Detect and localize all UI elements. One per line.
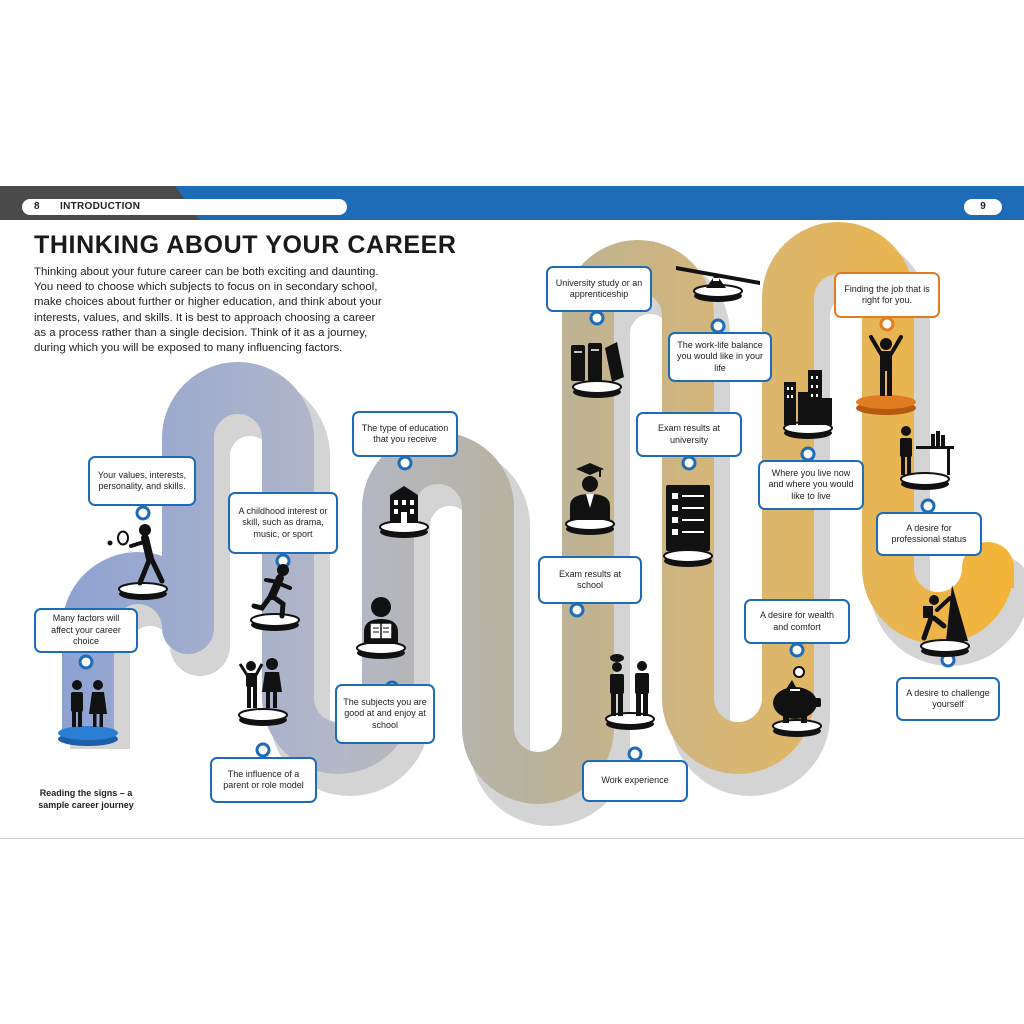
step-type-of-education: The type of education that you receive bbox=[352, 411, 458, 457]
step-where-you-live: Where you live now and where you would l… bbox=[758, 460, 864, 510]
step-work-experience: Work experience bbox=[582, 760, 688, 802]
right-page-number: 9 bbox=[964, 199, 1002, 215]
connector-rings bbox=[78, 310, 956, 762]
step-values-interests: Your values, interests, personality, and… bbox=[88, 456, 196, 506]
header-bar: 8 INTRODUCTION 9 bbox=[0, 186, 1024, 220]
section-label: INTRODUCTION bbox=[60, 201, 141, 212]
reading-student-icon bbox=[364, 597, 398, 644]
books-icon bbox=[571, 342, 624, 382]
chef-and-worker-icon bbox=[610, 654, 649, 716]
office-worker-icon bbox=[900, 426, 954, 475]
step-many-factors: Many factors will affect your career cho… bbox=[34, 608, 138, 653]
parent-and-child-icon bbox=[238, 658, 282, 708]
step-professional-status: A desire for professional status bbox=[876, 512, 982, 556]
step-finding-the-job: Finding the job that is right for you. bbox=[834, 272, 940, 318]
couple-icon bbox=[71, 680, 107, 727]
step-wealth-and-comfort: A desire for wealth and comfort bbox=[744, 599, 850, 644]
runner-icon bbox=[251, 564, 292, 619]
platforms bbox=[58, 284, 970, 746]
city-icon bbox=[784, 370, 832, 425]
step-parent-role-model: The influence of a parent or role model bbox=[210, 757, 317, 803]
left-page-tab: 8 INTRODUCTION bbox=[22, 199, 347, 215]
step-university-study: University study or an apprenticeship bbox=[546, 266, 652, 312]
piggy-bank-icon bbox=[773, 666, 821, 723]
tennis-player-icon bbox=[107, 524, 165, 586]
celebrating-person-icon bbox=[869, 335, 903, 396]
step-exam-results-school: Exam results at school bbox=[538, 556, 642, 604]
page-title: THINKING ABOUT YOUR CAREER bbox=[34, 231, 457, 259]
intro-paragraph: Thinking about your future career can be… bbox=[34, 266, 382, 355]
school-building-icon bbox=[390, 486, 418, 523]
step-challenge-yourself: A desire to challenge yourself bbox=[896, 677, 1000, 721]
step-childhood-interest: A childhood interest or skill, such as d… bbox=[228, 492, 338, 554]
checklist-icon bbox=[666, 485, 710, 551]
step-work-life-balance: The work-life balance you would like in … bbox=[668, 332, 772, 382]
book-spread: 8 INTRODUCTION 9 THINKING ABOUT YOUR CAR… bbox=[0, 186, 1024, 839]
career-journey-diagram bbox=[58, 222, 1024, 826]
step-school-subjects: The subjects you are good at and enjoy a… bbox=[335, 684, 435, 744]
left-page-number: 8 bbox=[34, 201, 40, 212]
diagram-caption: Reading the signs – a sample career jour… bbox=[38, 788, 134, 810]
climber-icon bbox=[921, 585, 968, 641]
career-path bbox=[62, 222, 1014, 804]
seesaw-icon bbox=[676, 266, 760, 288]
step-exam-results-university: Exam results at university bbox=[636, 412, 742, 457]
graduate-icon bbox=[570, 463, 610, 520]
